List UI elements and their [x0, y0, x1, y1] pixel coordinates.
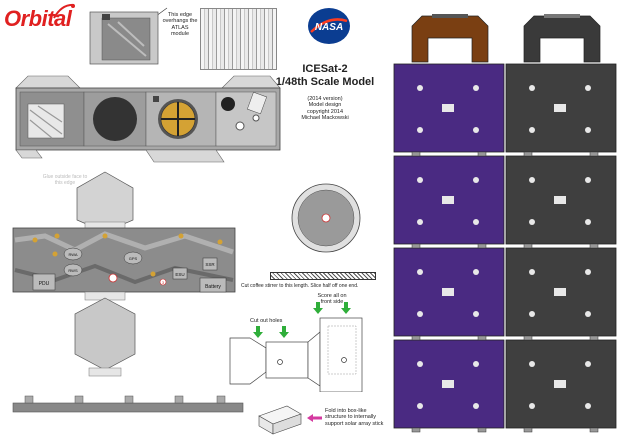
gps-label: GPS — [129, 256, 138, 261]
credit-line: Michael Mackowski — [301, 114, 349, 121]
purple-array-yoke — [411, 14, 489, 63]
fold-note-line: structure to internally — [325, 414, 377, 421]
rwa-label: RWA — [68, 252, 77, 257]
folded-box-sketch — [258, 405, 302, 435]
glue-note: Glue outside face to this edge — [40, 174, 90, 187]
stirrer-bar — [270, 272, 376, 280]
score-arrow-icon — [253, 302, 351, 338]
nasa-logo: NASA — [308, 8, 350, 44]
purple-panel — [393, 63, 505, 429]
bus-bottom-net: PDU Battery SSR ESU RWA RWS GPS 3 — [12, 171, 244, 413]
title-line2: 1/48th Scale Model — [275, 75, 375, 88]
gray-array-yoke — [523, 14, 601, 63]
score-note-line: front side — [320, 299, 344, 306]
bus-top-net — [15, 11, 281, 163]
esu-label: ESU — [175, 272, 184, 277]
glue-note-line: Glue outside face to — [42, 174, 88, 180]
edge-note: This edge overhangs the ATLAS module — [160, 12, 200, 37]
battery-label: Battery — [205, 284, 221, 290]
fold-note-line: Fold into box-like — [325, 408, 367, 414]
credit-line: (2014 version) — [307, 96, 343, 102]
round-disc — [291, 183, 361, 253]
cutout-note: Cut out holes — [250, 318, 283, 324]
edge-note-line: module — [170, 30, 190, 37]
orbital-swoosh-icon — [53, 3, 75, 19]
credit-line: copyright 2014 — [306, 108, 344, 115]
rws-label: RWS — [68, 268, 78, 273]
stirrer-note: Cut coffee stirrer to this length. Slice… — [241, 283, 359, 289]
title-line1: ICESat-2 — [302, 63, 348, 75]
edge-note-line: ATLAS — [171, 24, 189, 31]
edge-note-line: overhangs the — [162, 18, 198, 25]
fold-note-line: support solar array stick — [325, 420, 384, 427]
score-note-line: Score all on — [317, 293, 347, 299]
mli-texture-swatch — [200, 8, 277, 70]
glue-note-line: this edge — [54, 179, 76, 186]
edge-note-line: This edge — [167, 12, 193, 18]
credits: (2014 version) Model design copyright 20… — [285, 96, 365, 121]
ssr-label: SSR — [205, 262, 215, 267]
stick-box-net — [229, 302, 363, 392]
credit-line: Model design — [308, 102, 342, 109]
fold-note: Fold into box-like structure to internal… — [325, 408, 395, 427]
panel-markers — [417, 85, 591, 409]
marker-number: 3 — [162, 280, 165, 285]
score-note: Score all on front side — [312, 293, 352, 306]
nasa-logo-text: NASA — [315, 22, 343, 33]
gray-panel — [505, 63, 617, 429]
fold-arrow-icon — [307, 414, 322, 422]
pdu-label: PDU — [39, 281, 50, 287]
model-title: ICESat-2 1/48th Scale Model — [270, 63, 380, 88]
solar-array-columns — [393, 14, 617, 433]
